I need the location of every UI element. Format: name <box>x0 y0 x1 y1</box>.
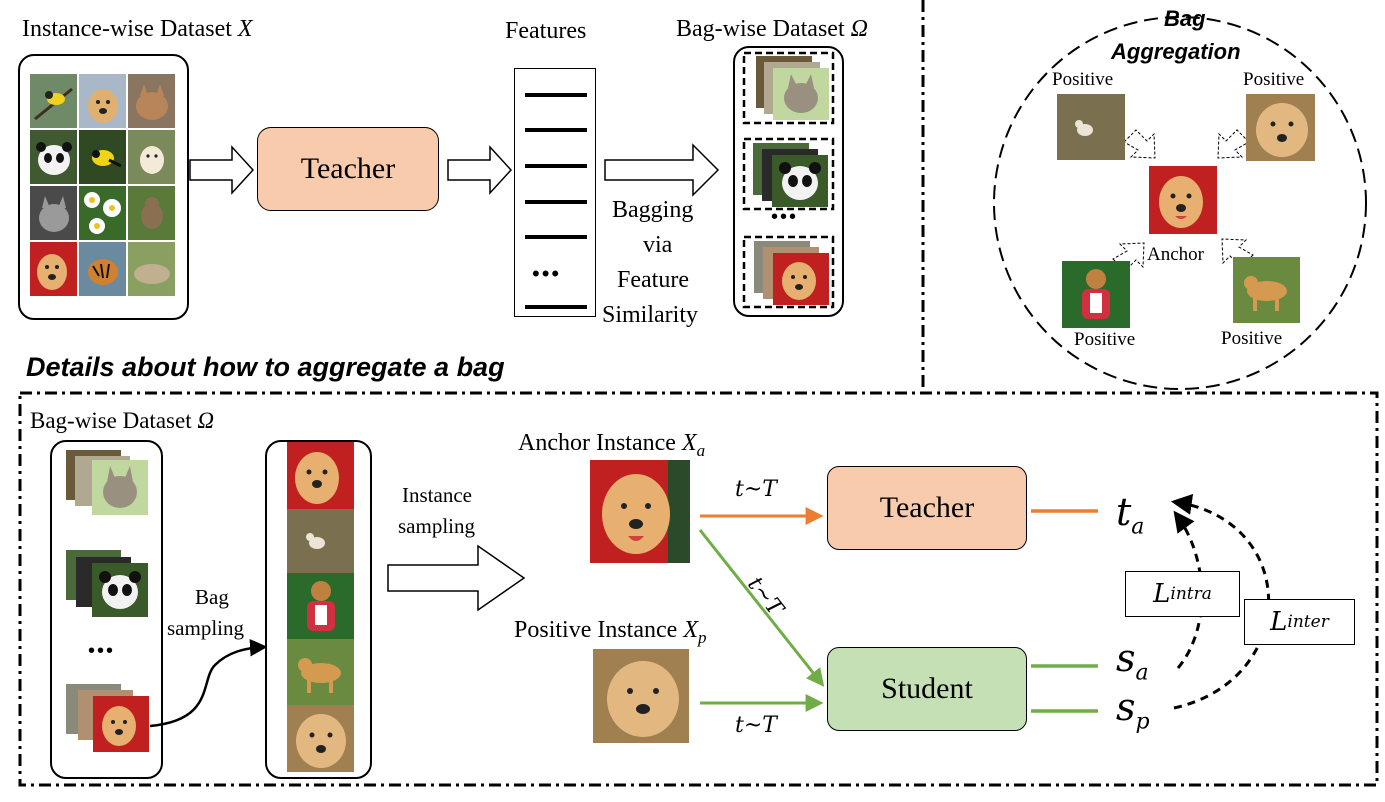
positive-label-bottom-right: Positive <box>1221 328 1283 349</box>
image-bird <box>30 74 77 128</box>
positive-instance-image <box>593 649 689 743</box>
bag1-image-cat <box>773 68 829 120</box>
bag-sampling-text-1: Bag <box>195 585 229 609</box>
bag-dataset-label-bottom: Bag-wise Dataset Ω <box>30 408 214 433</box>
bag-dataset-box-bottom <box>50 440 163 779</box>
teacher-node-bottom: Teacher <box>827 466 1027 550</box>
hollow-arrow-instance-sampling <box>387 544 526 612</box>
image-tiger <box>79 242 126 296</box>
arrow-anchor-to-student <box>698 529 825 687</box>
image-gray-cat <box>30 186 77 240</box>
bag-aggregation-circle <box>993 16 1367 390</box>
agg-arrow-top-left <box>1123 129 1156 159</box>
bag-aggregation-title-2: Aggregation <box>1111 39 1241 64</box>
agg-image-golden-face <box>1246 94 1315 161</box>
positive-label-top-right: Positive <box>1243 69 1305 90</box>
output-s-p: sp <box>1116 685 1150 735</box>
sampled-image-golden-face <box>287 705 354 772</box>
bottom-bag2-panda <box>92 563 148 617</box>
image-monkey <box>128 186 175 240</box>
features-label: Features <box>505 18 587 44</box>
feature-bars <box>525 93 587 309</box>
bagging-text-2: via <box>643 232 673 258</box>
sampled-image-dog-costume <box>287 573 354 639</box>
bag-dataset-label-top: Bag-wise Dataset Ω <box>676 16 868 42</box>
bag-sampling-text-2: sampling <box>167 616 244 640</box>
bag-box-3 <box>742 235 835 309</box>
image-white-dog <box>128 130 175 184</box>
sampled-image-anchor <box>287 442 354 509</box>
instance-dataset-label: Instance-wise Dataset X <box>22 16 253 42</box>
bag-box-2 <box>742 137 835 211</box>
bag3-image-golden <box>773 253 829 305</box>
features-box <box>514 68 596 317</box>
bag-dataset-box-top <box>733 46 844 317</box>
anchor-instance-image <box>590 460 690 563</box>
hollow-arrow-teacher-to-features <box>447 145 513 195</box>
bagging-text-3: Feature <box>617 267 689 293</box>
bag-sampling-arrow <box>149 639 268 728</box>
features-ellipsis: ••• <box>532 261 562 286</box>
image-cat-orange <box>128 74 175 128</box>
positive-label-top-left: Positive <box>1052 69 1114 90</box>
aug-label-student: t~T <box>735 713 777 738</box>
image-daisies <box>79 186 126 240</box>
positive-label-bottom-left: Positive <box>1074 329 1136 350</box>
l-intra-curve <box>1173 510 1204 669</box>
anchor-instance-label: Anchor Instance Xa <box>518 430 706 460</box>
bag2-image-panda <box>772 155 828 207</box>
agg-arrow-top-right <box>1217 129 1250 159</box>
bottom-bag1-cat <box>92 460 148 515</box>
instance-sampling-text-2: sampling <box>398 514 475 538</box>
agg-image-golden-grass <box>1233 257 1300 323</box>
output-s-a: sa <box>1116 636 1149 686</box>
instance-sampling-text-1: Instance <box>402 483 472 507</box>
sampled-image-golden-grass <box>287 639 354 705</box>
anchor-label: Anchor <box>1147 244 1204 265</box>
bottom-bag3-golden <box>93 696 149 752</box>
agg-image-dog-field <box>1057 94 1125 160</box>
hollow-arrow-dataset-to-teacher <box>189 145 255 195</box>
image-panda <box>30 130 77 184</box>
bag-ellipsis-top: ••• <box>771 206 799 228</box>
image-goldfinch <box>79 130 126 184</box>
instance-dataset-box <box>18 54 189 320</box>
image-golden-retriever <box>79 74 126 128</box>
aug-label-teacher: t~T <box>735 477 777 502</box>
bag-box-1 <box>742 51 835 125</box>
bottom-bag-ellipsis: ••• <box>88 640 116 662</box>
bag-aggregation-title-1: Bag <box>1164 6 1206 31</box>
details-section-frame <box>18 391 1379 787</box>
hollow-arrow-features-to-bags <box>604 143 720 197</box>
teacher-node-top: Teacher <box>257 127 439 211</box>
image-golden-retriever-red <box>30 242 77 296</box>
agg-image-anchor <box>1149 166 1217 234</box>
details-heading: Details about how to aggregate a bag <box>26 352 505 382</box>
bagging-text-4: Similarity <box>602 302 698 328</box>
positive-instance-label: Positive Instance Xp <box>514 617 707 647</box>
bagging-text-1: Bagging <box>612 197 694 223</box>
agg-image-dog-costume <box>1062 261 1130 328</box>
student-node: Student <box>827 647 1027 731</box>
output-t-a: ta <box>1116 490 1145 540</box>
sampled-bag-box <box>265 440 372 779</box>
image-lizard <box>128 242 175 296</box>
sampled-image-dog-field <box>287 509 354 573</box>
